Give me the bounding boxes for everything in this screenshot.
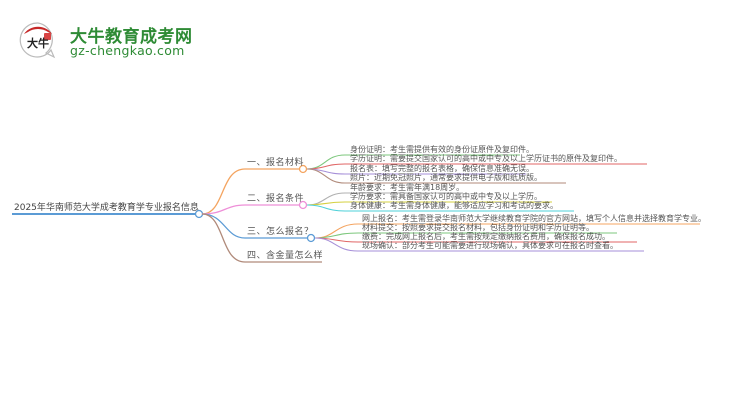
branch-2-node [298,200,308,210]
branch-node-value[interactable]: 四、含金量怎么样 [247,251,324,261]
leaf-education-requirement[interactable]: 学历要求：需具备国家认可的高中或中专及以上学历。 [350,192,542,201]
leaf-id-proof[interactable]: 身份证明：考生需提供有效的身份证原件及复印件。 [350,145,534,154]
svg-text:大牛: 大牛 [27,36,49,50]
branch-1-node [298,164,308,174]
leaf-online-registration[interactable]: 网上报名：考生需登录华南师范大学继续教育学院的官方网站，填写个人信息并选择教育学… [362,214,706,223]
connector-branch-4 [201,213,246,263]
leaf-health-requirement[interactable]: 身体健康：考生需身体健康，能够适应学习和考试的要求。 [350,201,558,210]
leaf-age-requirement[interactable]: 年龄要求：考生需年满18周岁。 [350,183,465,192]
site-logo[interactable]: 大牛 大牛教育成考网 gz-chengkao.com [16,14,216,64]
logo-url: gz-chengkao.com [70,43,185,58]
connector-branch-3 [201,213,246,239]
leaf-application-form[interactable]: 报名表：填写完整的报名表格，确保信息准确无误。 [350,164,534,173]
branch-node-materials[interactable]: 一、报名材料 [247,158,305,168]
leaf-material-submission[interactable]: 材料提交：按照要求提交报名材料，包括身份证明和学历证明等。 [362,223,594,232]
connector-branch-1 [201,168,246,215]
leaf-photo[interactable]: 照片：近期免冠照片，通常要求提供电子版和纸质版。 [350,173,542,182]
connector-branch-2 [201,204,246,215]
root-node[interactable]: 2025年华南师范大学成考教育学专业报名信息 [14,203,199,213]
branch-3-node [306,233,316,243]
branch-node-conditions[interactable]: 二、报名条件 [247,194,305,204]
branch-node-how-to-apply[interactable]: 三、怎么报名？ [247,227,314,237]
leaf-education-proof[interactable]: 学历证明：需要提交国家认可的高中或中专及以上学历证书的原件及复印件。 [350,154,622,163]
leaf-payment[interactable]: 缴费：完成网上报名后，考生需按规定缴纳报名费用，确保报名成功。 [362,232,610,241]
logo-title: 大牛教育成考网 [70,27,193,47]
leaf-onsite-confirmation[interactable]: 现场确认：部分考生可能需要进行现场确认，具体要求可在报名时查看。 [362,241,618,250]
logo-badge-icon: 大牛 [19,22,56,59]
